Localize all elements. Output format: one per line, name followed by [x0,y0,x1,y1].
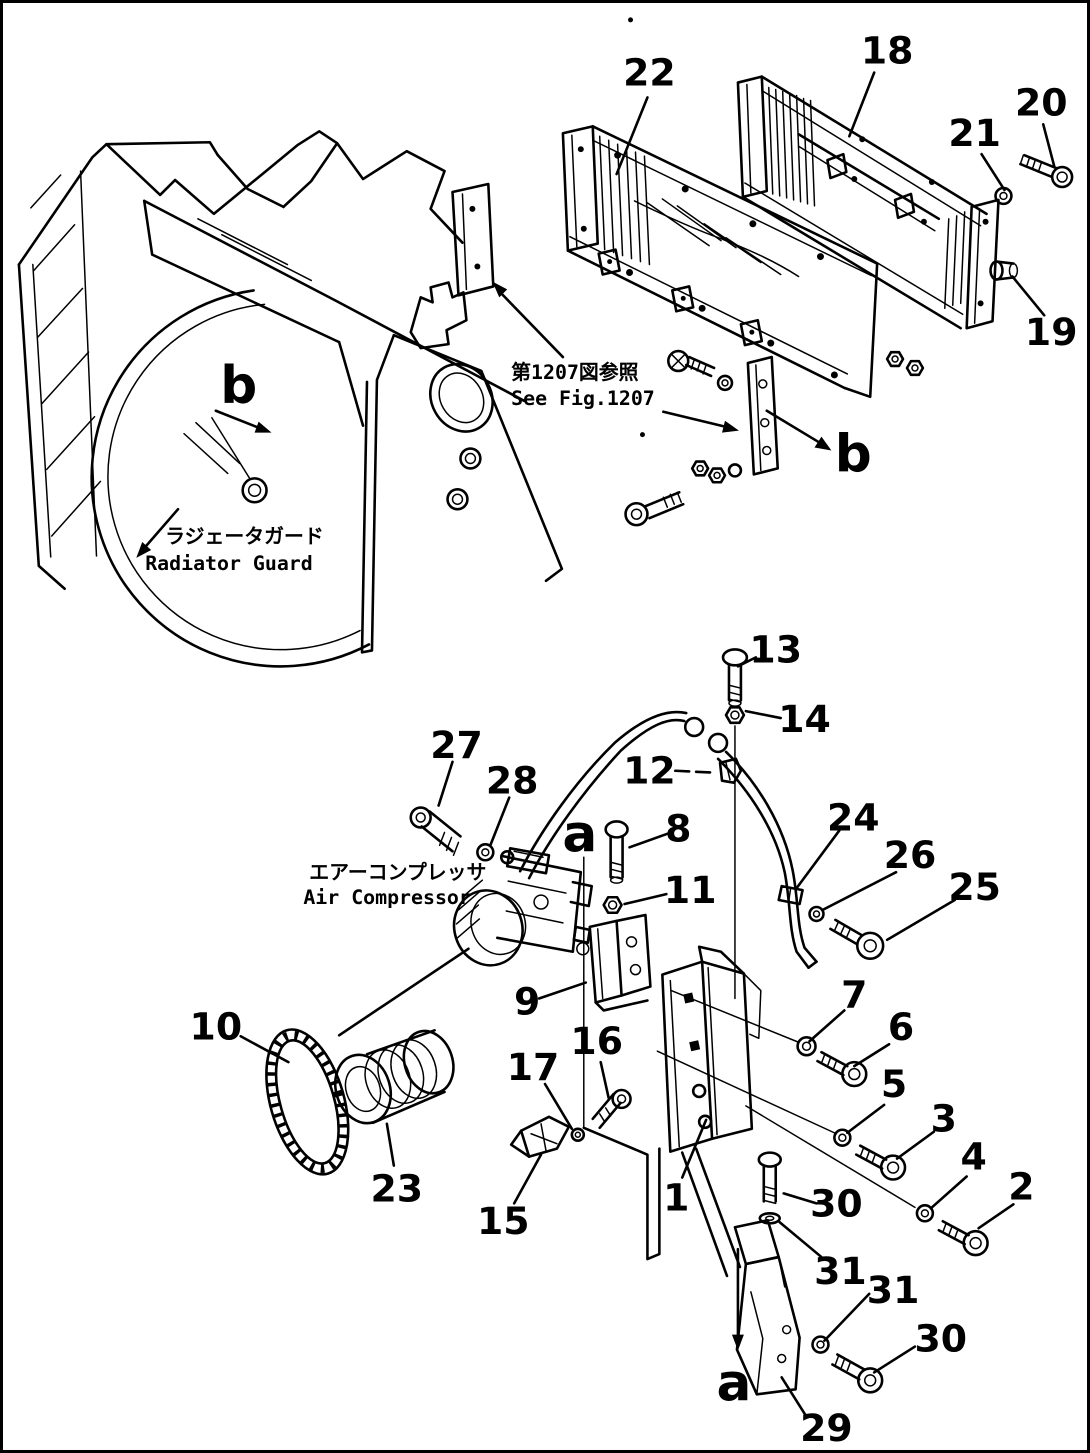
callout-26: 26 [884,833,937,877]
bracket-15 [509,1088,632,1158]
radiator-guard-label-jp: ラジェータガード [165,525,324,548]
air-compressor [337,847,594,1037]
annotations: 第1207図参照 See Fig.1207 ラジェータガード Radiator … [145,361,655,909]
callout-18: 18 [861,29,914,73]
air-compressor-label-en: Air Compressor [303,886,471,909]
callout-22: 22 [623,51,676,95]
callout-9: 9 [514,979,540,1023]
air-hose [518,710,818,969]
callout-a1: a [562,804,597,864]
callout-12: 12 [623,749,676,793]
mount-bracket-group [624,349,925,527]
radiator-guard-label-en: Radiator Guard [145,552,313,575]
callout-31a: 31 [814,1249,867,1293]
callout-10: 10 [190,1004,243,1048]
fan-belt-10 [265,1028,350,1176]
callout-15: 15 [477,1199,530,1243]
leader-lines [239,17,1056,1417]
callout-30b: 30 [915,1317,968,1361]
callout-4: 4 [960,1135,986,1179]
callout-25: 25 [948,865,1001,909]
callout-24: 24 [827,795,880,839]
callout-13: 13 [749,627,802,671]
callout-14: 14 [778,697,831,741]
callout-16: 16 [570,1019,623,1063]
callout-5: 5 [881,1062,907,1106]
fasteners-middle [409,648,885,1000]
callout-29: 29 [800,1406,853,1450]
callout-31b: 31 [867,1268,920,1312]
bracket-1 [661,945,762,1153]
see-fig-label-en: See Fig.1207 [511,387,655,410]
frame-outline-lines [582,856,661,1261]
view-arrows [136,281,832,1351]
see-fig-label-jp: 第1207図参照 [511,361,638,384]
callout-28: 28 [486,759,539,803]
callout-30a: 30 [810,1181,863,1225]
callout-27: 27 [430,723,483,767]
callout-1: 1 [663,1175,689,1219]
pulley-23 [334,1029,455,1125]
callout-11: 11 [664,868,717,912]
callout-3: 3 [931,1097,957,1141]
radiator-guard-assembly [17,130,564,668]
callout-b1: b [220,356,257,416]
bracket-9 [576,913,652,1012]
callout-19: 19 [1025,310,1078,354]
air-compressor-label-jp: エアーコンプレッサ [309,861,486,884]
parts-diagram: 第1207図参照 See Fig.1207 ラジェータガード Radiator … [17,17,1078,1450]
callout-21: 21 [948,111,1001,155]
fasteners-right-column [656,989,989,1257]
fasteners-top-right [989,153,1074,281]
callout-17: 17 [507,1045,560,1089]
callout-8: 8 [665,806,691,850]
radiator-net-18 [736,75,1000,330]
callout-20: 20 [1015,80,1068,124]
radiator-grille-22 [561,125,879,399]
bracket-29-group [680,1147,884,1396]
callout-a2: a [717,1353,752,1413]
callout-23: 23 [371,1166,424,1210]
callout-6: 6 [888,1005,914,1049]
callout-7: 7 [841,972,867,1016]
callout-2: 2 [1008,1164,1034,1208]
callout-b2: b [835,424,872,484]
